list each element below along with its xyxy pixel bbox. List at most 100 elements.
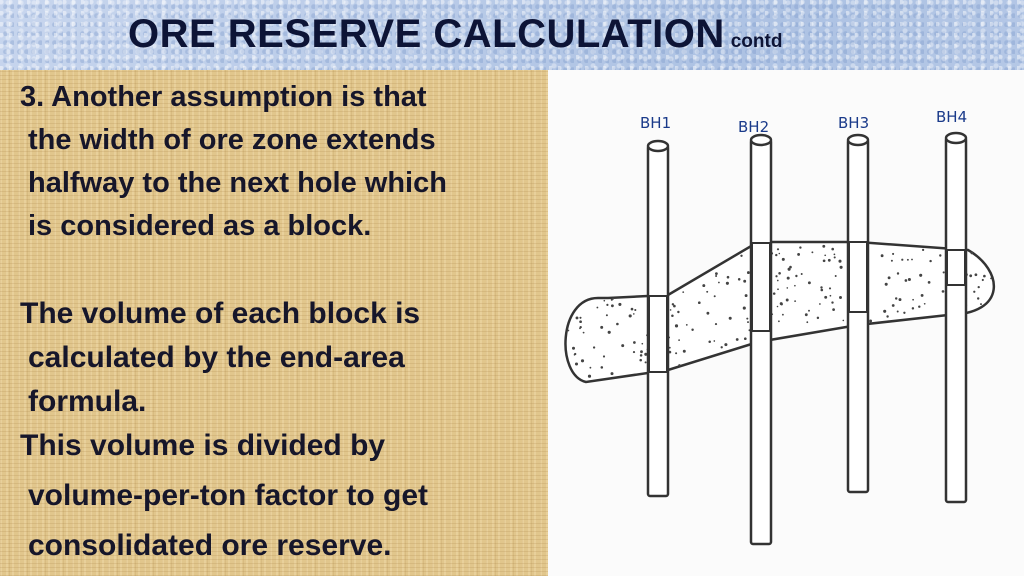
stipple-dot — [747, 321, 749, 324]
stipple-dot — [990, 277, 992, 280]
stipple-dot — [920, 293, 924, 297]
stipple-dot — [785, 298, 789, 302]
stipple-dot — [912, 298, 914, 301]
stipple-dot — [822, 259, 826, 263]
paragraph-volume: The volume of each block is calculated b… — [20, 292, 420, 424]
stipple-dot — [780, 303, 783, 306]
stipple-dot — [678, 364, 681, 367]
stipple-dot — [630, 307, 634, 311]
stipple-dot — [579, 320, 582, 324]
stipple-dot — [610, 304, 614, 308]
stipple-dot — [640, 350, 643, 354]
stipple-dot — [781, 313, 784, 316]
stipple-dot — [970, 251, 974, 255]
stipple-dot — [607, 330, 611, 334]
stipple-dot — [610, 298, 613, 301]
stipple-dot — [896, 310, 899, 313]
stipple-dot — [891, 304, 895, 307]
stipple-dot — [706, 311, 710, 315]
stipple-dot — [589, 366, 592, 369]
stipple-dot — [724, 343, 728, 347]
stipple-dot — [574, 362, 579, 366]
borehole-4-top — [944, 131, 968, 145]
stipple-dot — [890, 259, 893, 262]
stipple-dot — [983, 274, 986, 278]
stipple-dot — [726, 275, 730, 279]
stipple-dot — [820, 286, 823, 289]
stipple-dot — [596, 306, 599, 309]
stipple-dot — [582, 331, 585, 334]
stipple-dot — [831, 301, 834, 304]
stipple-dot — [906, 258, 909, 261]
bh4-label: BH4 — [936, 108, 967, 126]
stipple-dot — [824, 295, 828, 299]
stipple-dot — [822, 244, 826, 248]
stipple-dot — [575, 316, 579, 320]
stipple-dot — [632, 313, 635, 315]
borehole-1-top — [646, 139, 670, 153]
stipple-dot — [887, 276, 891, 280]
para2-line3: formula. — [28, 385, 147, 418]
stipple-dot — [715, 275, 718, 277]
stipple-dot — [671, 314, 674, 317]
stipple-dot — [896, 272, 900, 275]
stipple-dot — [869, 319, 873, 323]
borehole-sketch: BH1 BH2 BH3 BH4 — [548, 70, 1024, 576]
stipple-dot — [632, 351, 636, 354]
stipple-dot — [778, 252, 781, 255]
stipple-dot — [898, 298, 902, 302]
stipple-dot — [820, 288, 824, 292]
stipple-dot — [728, 316, 732, 320]
stipple-dot — [603, 299, 606, 302]
stipple-dot — [832, 308, 835, 311]
stipple-dot — [884, 282, 888, 286]
stipple-dot — [708, 340, 711, 343]
stipple-dot — [772, 292, 776, 295]
para1-line3: halfway to the next hole which — [28, 167, 447, 199]
stipple-dot — [919, 273, 923, 277]
stipple-dot — [602, 355, 606, 358]
stipple-dot — [633, 341, 636, 344]
stipple-dot — [794, 300, 796, 302]
stipple-dot — [894, 297, 898, 300]
stipple-dot — [981, 278, 984, 282]
para3-line1: This volume is divided by — [20, 429, 386, 462]
stipple-dot — [977, 297, 980, 300]
stipple-dot — [677, 310, 680, 314]
stipple-dot — [921, 248, 925, 252]
stipple-dot — [671, 303, 675, 306]
stipple-dot — [740, 254, 743, 257]
stipple-dot — [811, 251, 814, 254]
stipple-dot — [621, 344, 625, 348]
para3-line3: consolidated ore reserve. — [28, 529, 392, 562]
borehole-3 — [846, 138, 870, 494]
bh3-label: BH3 — [838, 114, 869, 132]
stipple-dot — [833, 256, 836, 259]
stipple-dot — [903, 311, 906, 314]
para1-line2: the width of ore zone extends — [28, 124, 436, 156]
stipple-dot — [580, 359, 585, 363]
title-suffix: contd — [730, 31, 783, 52]
stipple-dot — [911, 258, 913, 261]
stipple-dot — [901, 258, 904, 261]
stipple-dot — [839, 296, 842, 299]
stipple-dot — [776, 279, 779, 282]
borehole-2 — [749, 138, 773, 546]
stipple-dot — [797, 252, 801, 256]
paragraph-assumption: 3. Another assumption is that the width … — [20, 76, 447, 248]
stipple-dot — [834, 275, 837, 277]
borehole-2-top — [749, 133, 773, 147]
stipple-dot — [776, 248, 780, 251]
stipple-dot — [746, 271, 750, 275]
stipple-dot — [795, 274, 798, 278]
stipple-dot — [833, 253, 836, 256]
stipple-dot — [819, 303, 821, 305]
stipple-dot — [718, 281, 720, 284]
stipple-dot — [828, 287, 832, 290]
stipple-dot — [743, 337, 747, 341]
stipple-dot — [673, 304, 676, 308]
stipple-dot — [706, 290, 709, 293]
stipple-dot — [806, 321, 809, 324]
stipple-dot — [787, 267, 791, 271]
